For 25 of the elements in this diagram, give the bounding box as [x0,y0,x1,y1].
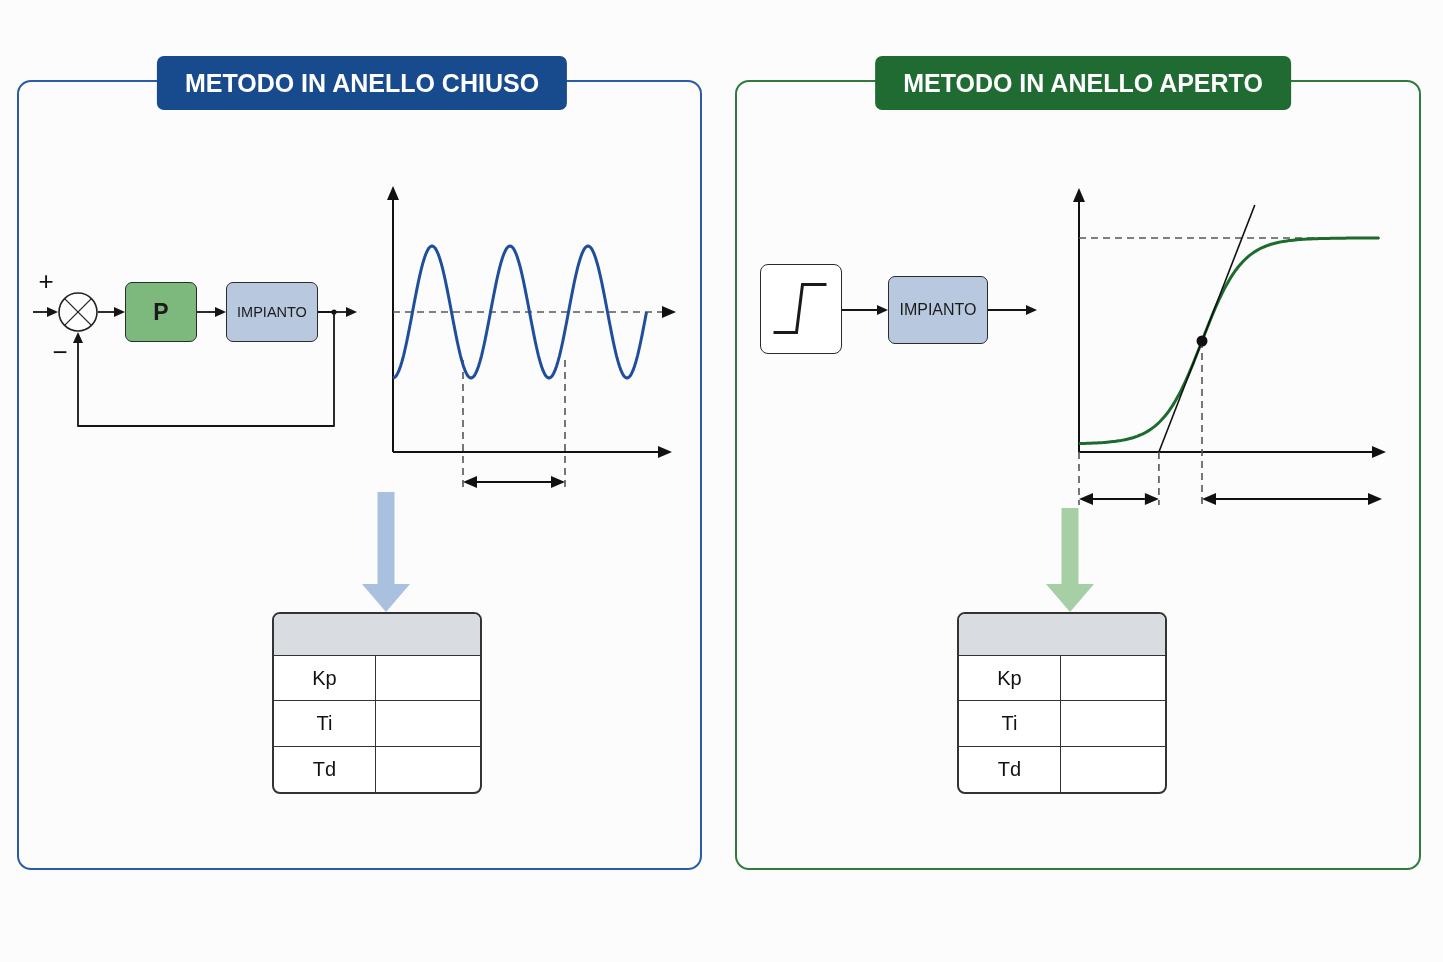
arrow [73,311,335,427]
block-arrow [1046,508,1094,612]
signal-block [760,264,842,354]
process-block: IMPIANTO [226,282,318,342]
parameter-label: Kp [274,656,375,702]
process-block: P [125,282,197,342]
sign-label: − [52,339,68,365]
panel-title: METODO IN ANELLO CHIUSO [156,56,568,110]
arrow [32,307,58,317]
parameter-table [957,612,1167,794]
parameter-table [272,612,482,794]
panel-title: METODO IN ANELLO APERTO [875,56,1291,110]
parameter-label: Td [996,756,1023,782]
arrow [196,307,226,317]
block-arrow [362,492,410,612]
parameter-label: Ti [959,701,1060,747]
parameter-label: Td [311,756,338,782]
arrow [987,305,1037,315]
summing-junction [58,292,98,332]
process-block: IMPIANTO [888,276,988,344]
arrow [97,307,125,317]
arrow [841,305,888,315]
parameter-label: Ti [274,701,375,747]
sign-label: + [38,268,54,294]
parameter-label: Kp [959,656,1060,702]
